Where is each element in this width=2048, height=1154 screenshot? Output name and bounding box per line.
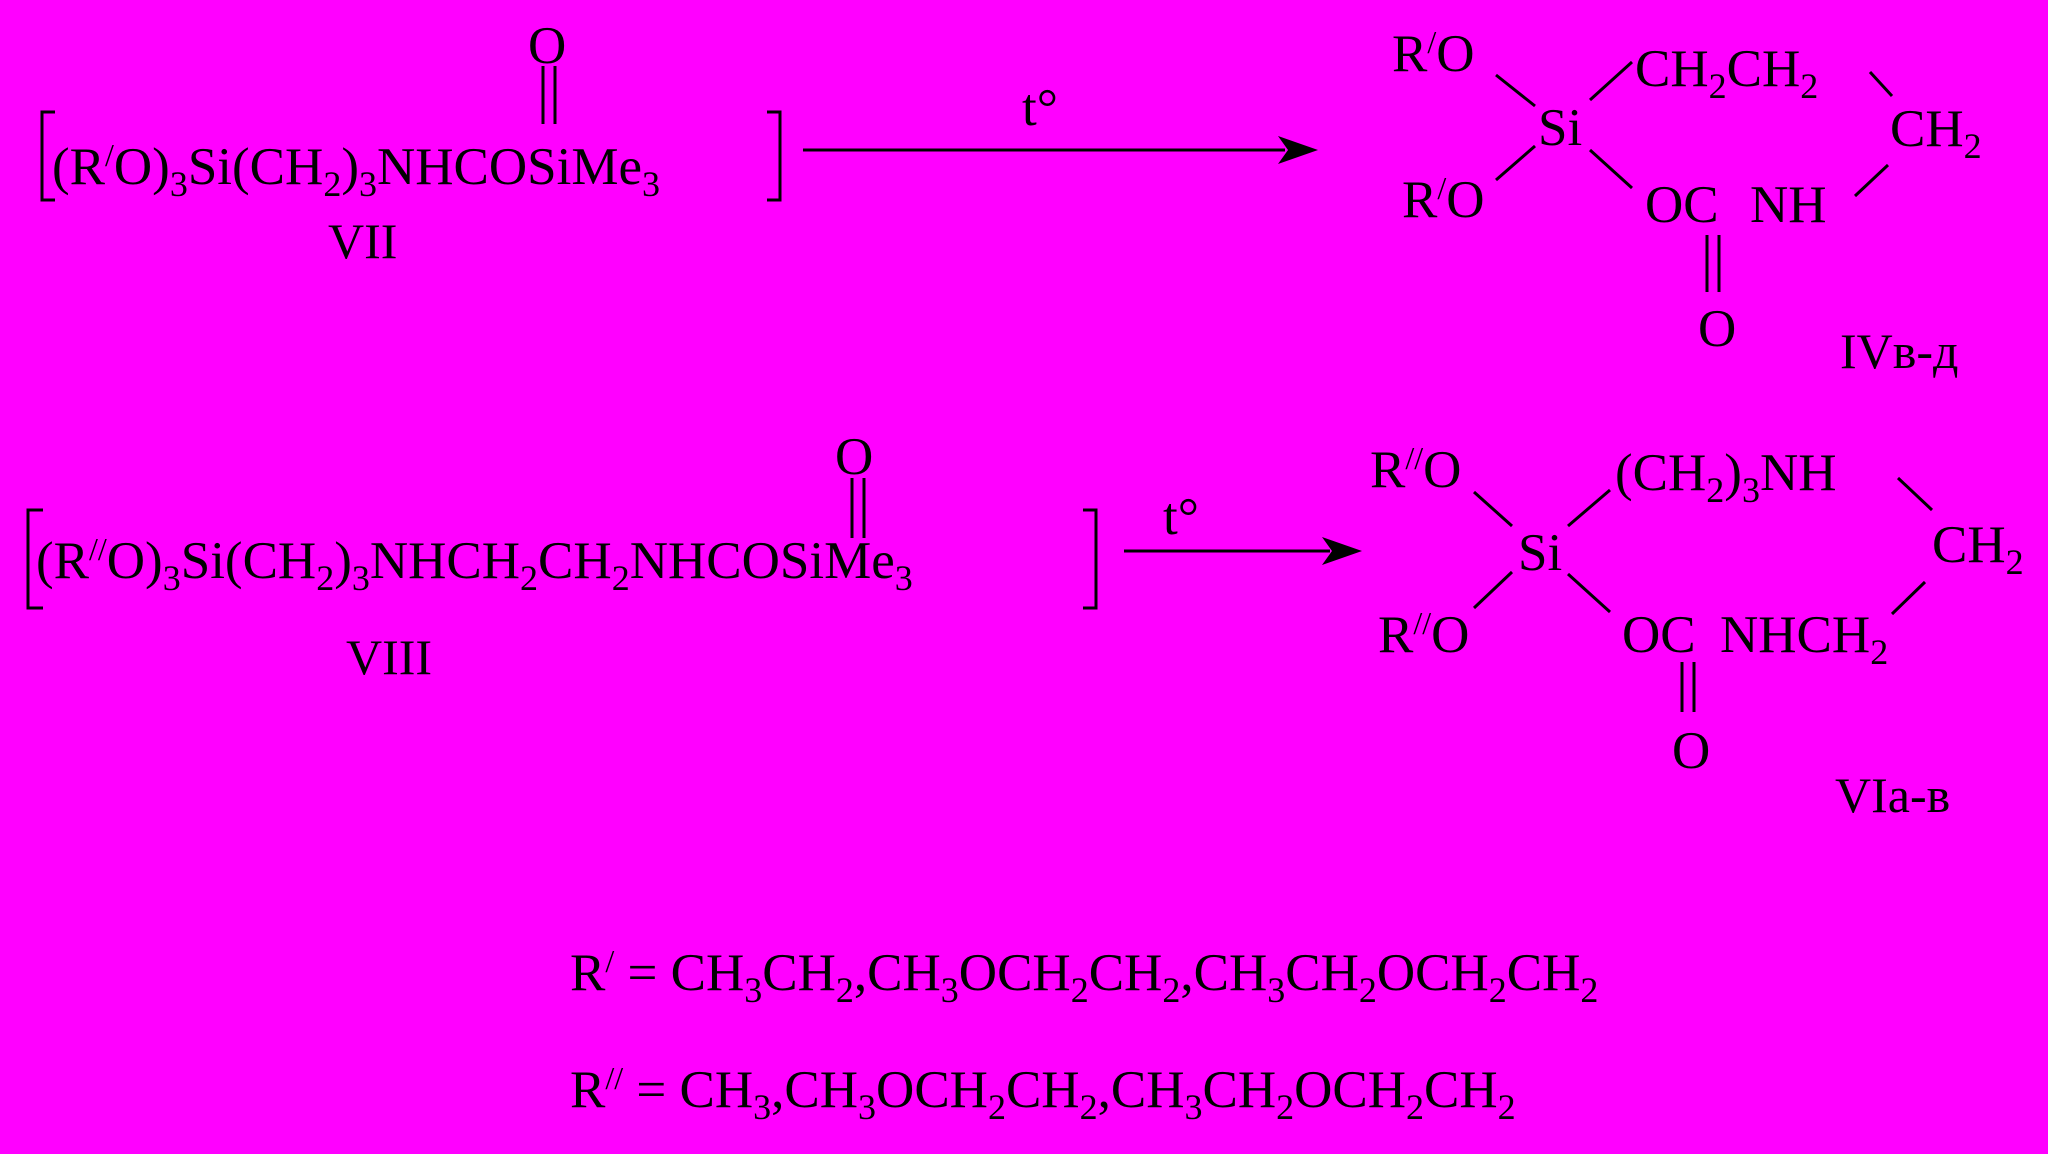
- bond-si-chain: [1567, 488, 1611, 528]
- carbonyl-oxygen: O: [835, 428, 873, 486]
- alkoxy-group-bottom: R//O: [1378, 605, 1469, 664]
- product-carbonyl-oxygen: O: [1672, 722, 1710, 780]
- bond-o-si-top: [1472, 490, 1514, 528]
- definition-r-double-prime: R// = CH3,CH3OCH2CH2,CH3CH2OCH2CH2: [570, 1060, 1516, 1127]
- bond-o-si-bottom: [1495, 144, 1536, 182]
- silicon-atom: Si: [1538, 99, 1582, 157]
- product-label: IVв-д: [1840, 323, 1958, 379]
- bond-ch2-nh: [1853, 163, 1890, 198]
- carbonyl-oxygen: O: [528, 17, 566, 75]
- bond-ch2-nhch2: [1890, 580, 1927, 616]
- ethylene-group: CH2CH2: [1635, 40, 1818, 106]
- amide-nhch2: NHCH2: [1720, 606, 1888, 672]
- bond-ch2-ch2: [1868, 70, 1894, 98]
- bond-si-oc: [1566, 572, 1612, 614]
- carbonyl-oc: OC: [1645, 176, 1719, 234]
- bond-o-si-bottom: [1472, 570, 1514, 610]
- right-bracket: [1083, 508, 1098, 610]
- product-carbonyl-oxygen: O: [1698, 300, 1736, 358]
- bond-o-si-top: [1495, 73, 1536, 108]
- bond-si-ch2: [1588, 60, 1634, 102]
- left-bracket: [26, 508, 43, 610]
- reactant-formula: (R//O)3Si(CH2)3NHCH2CH2NHCOSiMe3: [36, 531, 913, 598]
- alkoxy-group-bottom: R/O: [1402, 170, 1485, 229]
- arrow-head: [1278, 136, 1318, 164]
- propyl-amine-chain: (CH2)3NH: [1615, 444, 1837, 510]
- reaction-condition: t°: [1163, 488, 1199, 546]
- reaction-1: O (R/O)3Si(CH2)3NHCOSiMe3 VII t° R/O R/O…: [40, 17, 1982, 379]
- methylene-group: CH2: [1890, 100, 1982, 166]
- bond-si-oc: [1588, 148, 1634, 190]
- product-label: VIa-в: [1835, 767, 1950, 823]
- methylene-group: CH2: [1932, 516, 2024, 582]
- alkoxy-group-top: R/O: [1392, 24, 1475, 83]
- reaction-condition: t°: [1022, 79, 1058, 137]
- bond-nh-ch2: [1896, 476, 1934, 512]
- left-bracket: [40, 110, 55, 202]
- definition-r-prime: R/ = CH3CH2,CH3OCH2CH2,CH3CH2OCH2CH2: [570, 943, 1598, 1010]
- reactant-label: VII: [328, 213, 397, 269]
- amide-nh: NH: [1750, 176, 1827, 234]
- substituent-definitions: R/ = CH3CH2,CH3OCH2CH2,CH3CH2OCH2CH2 R//…: [570, 943, 1598, 1127]
- reactant-label: VIII: [346, 629, 432, 685]
- silicon-atom: Si: [1518, 524, 1562, 582]
- reaction-2: O (R//O)3Si(CH2)3NHCH2CH2NHCOSiMe3 VIII …: [26, 428, 2024, 823]
- arrow-head: [1322, 537, 1362, 565]
- reactant-formula: (R/O)3Si(CH2)3NHCOSiMe3: [52, 137, 660, 204]
- carbonyl-oc: OC: [1622, 606, 1696, 664]
- right-bracket: [767, 110, 782, 202]
- alkoxy-group-top: R//O: [1370, 440, 1461, 499]
